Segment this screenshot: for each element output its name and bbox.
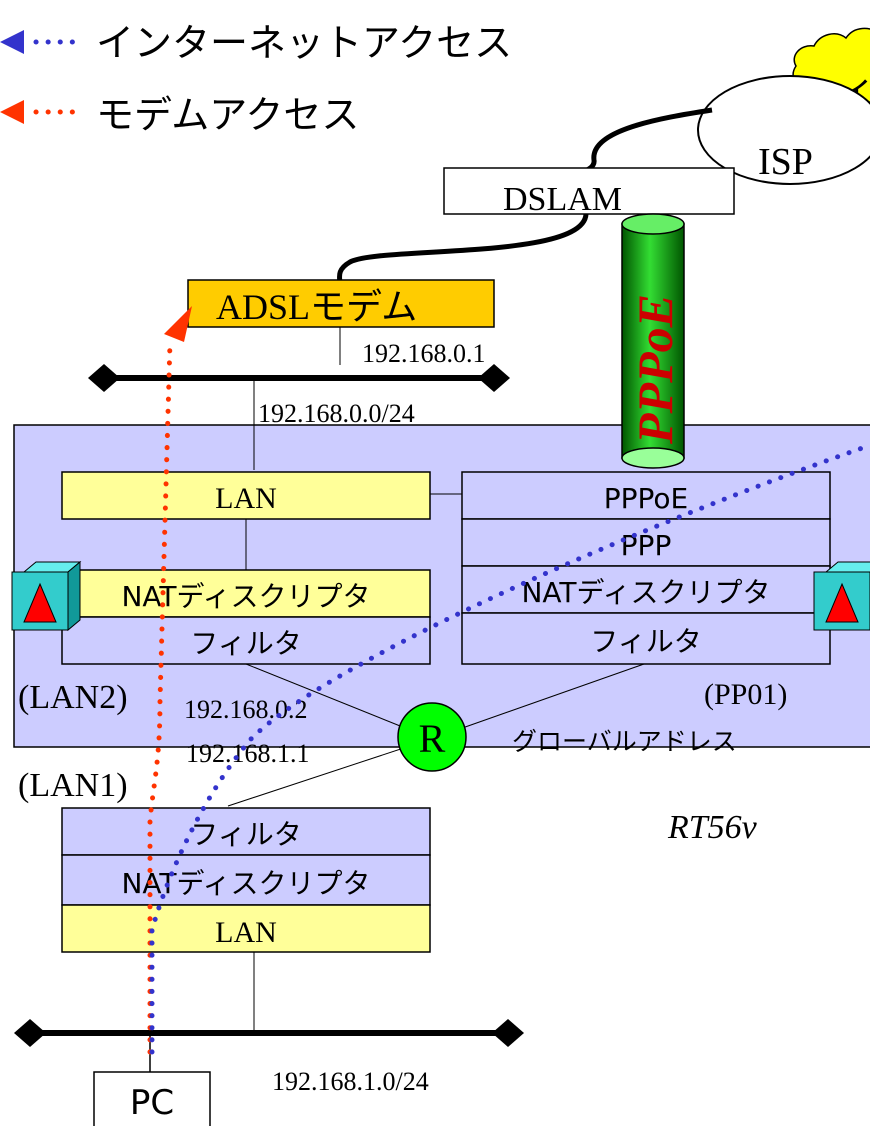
internet-access-path <box>149 443 870 1055</box>
pp-pppoe-label: PPPoE <box>604 482 688 515</box>
lan2-filter-box <box>61 616 431 665</box>
pp-filter-box <box>461 612 831 665</box>
router-model-label: RT56v <box>667 809 758 846</box>
pp-filter-label: フィルタ <box>590 625 701 658</box>
nat-triangle-icon <box>23 582 57 623</box>
pc-label: PC <box>130 1083 174 1123</box>
wan-network-label: 192.168.0.0/24 <box>258 399 415 428</box>
lan-bus <box>14 1019 524 1047</box>
adsl-modem-label: ADSLモデム <box>216 287 417 327</box>
pp-nat-label: NATディスクリプタ <box>521 576 770 609</box>
lan2-name-label: (LAN2) <box>18 679 128 716</box>
lan2-stack: LAN NATディスクリプタ フィルタ <box>61 471 431 665</box>
dslam-modem-cable <box>336 213 589 285</box>
modem-legend-arrow-icon <box>0 100 24 124</box>
pp-ppp-label: PPP <box>621 529 672 562</box>
pp-name-label: (PP01) <box>704 678 787 711</box>
lan2-nat-marker <box>11 560 82 632</box>
lan1-lan-label: LAN <box>215 916 277 949</box>
lan1-nat-label: NATディスクリプタ <box>121 867 370 900</box>
lan1-stack: フィルタ NATディスクリプタ LAN <box>61 807 431 953</box>
isp-label: ISP <box>758 141 813 183</box>
pc-box <box>93 1071 211 1126</box>
lan2-nat-box <box>61 569 431 618</box>
lan-network-label: 192.168.1.0/24 <box>272 1067 429 1096</box>
dslam-box <box>443 167 735 215</box>
pp-ppp-box <box>461 518 831 567</box>
lan2-lan-label: LAN <box>215 482 277 515</box>
modem-ip-label: 192.168.0.1 <box>362 339 486 368</box>
pp-router-line <box>433 663 645 739</box>
lan1-ip-label: 192.168.1.1 <box>186 739 310 768</box>
lan2-lan-box <box>61 471 431 520</box>
pppoe-tunnel-label: PPPoE <box>627 294 683 445</box>
legend-modem-label: モデムアクセス <box>96 93 359 137</box>
lan2-filter-label: フィルタ <box>190 627 301 660</box>
router-label: R <box>419 716 446 761</box>
lan1-nat-box <box>61 854 431 906</box>
modem-path-arrow-icon <box>164 306 192 342</box>
router-node <box>397 702 467 772</box>
pppoe-tunnel: PPPoE <box>621 213 685 469</box>
dslam-label: DSLAM <box>503 181 622 218</box>
adsl-modem-box <box>187 279 495 328</box>
lan2-nat-label: NATディスクリプタ <box>121 580 370 613</box>
lan1-filter-label: フィルタ <box>190 818 301 851</box>
modem-access-path <box>147 306 192 1055</box>
legend: インターネットアクセス モデムアクセス <box>0 21 512 137</box>
pp-nat-box <box>461 565 831 614</box>
internet-legend-arrow-icon <box>0 30 24 54</box>
wan-bus <box>88 364 510 392</box>
legend-internet-label: インターネットアクセス <box>96 21 512 65</box>
pp-stack: PPPoE PPP NATディスクリプタ フィルタ <box>461 471 831 665</box>
pp-ip-label: グローバルアドレス <box>512 727 737 756</box>
lan1-lan-box <box>61 904 431 953</box>
pp-nat-marker <box>813 561 870 631</box>
isp-ellipse <box>697 75 870 185</box>
lan1-name-label: (LAN1) <box>18 767 128 804</box>
nat-triangle-icon <box>825 582 859 623</box>
